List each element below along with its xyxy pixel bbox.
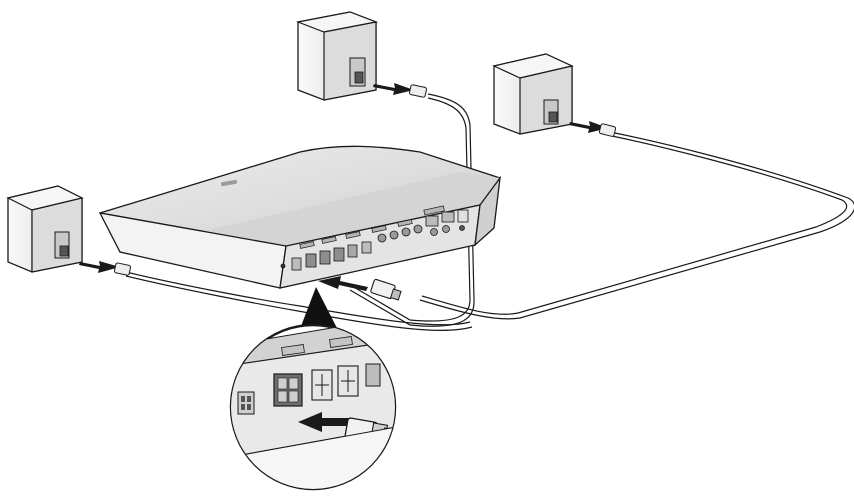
plug-icon (409, 84, 427, 97)
arrow-icon (373, 83, 414, 95)
plug-icon (599, 123, 616, 136)
plug-icon (114, 263, 131, 276)
speaker-jack-icon (355, 72, 363, 83)
top-right-speaker (494, 54, 572, 134)
console (100, 146, 500, 288)
console-plug-icon (370, 279, 401, 300)
top-center-speaker (298, 12, 376, 100)
left-speaker (8, 186, 82, 272)
speaker-jack-icon (549, 112, 557, 122)
speaker-jack-icon (60, 246, 68, 256)
detail-callout (225, 316, 410, 498)
arrow-icon (79, 261, 120, 273)
